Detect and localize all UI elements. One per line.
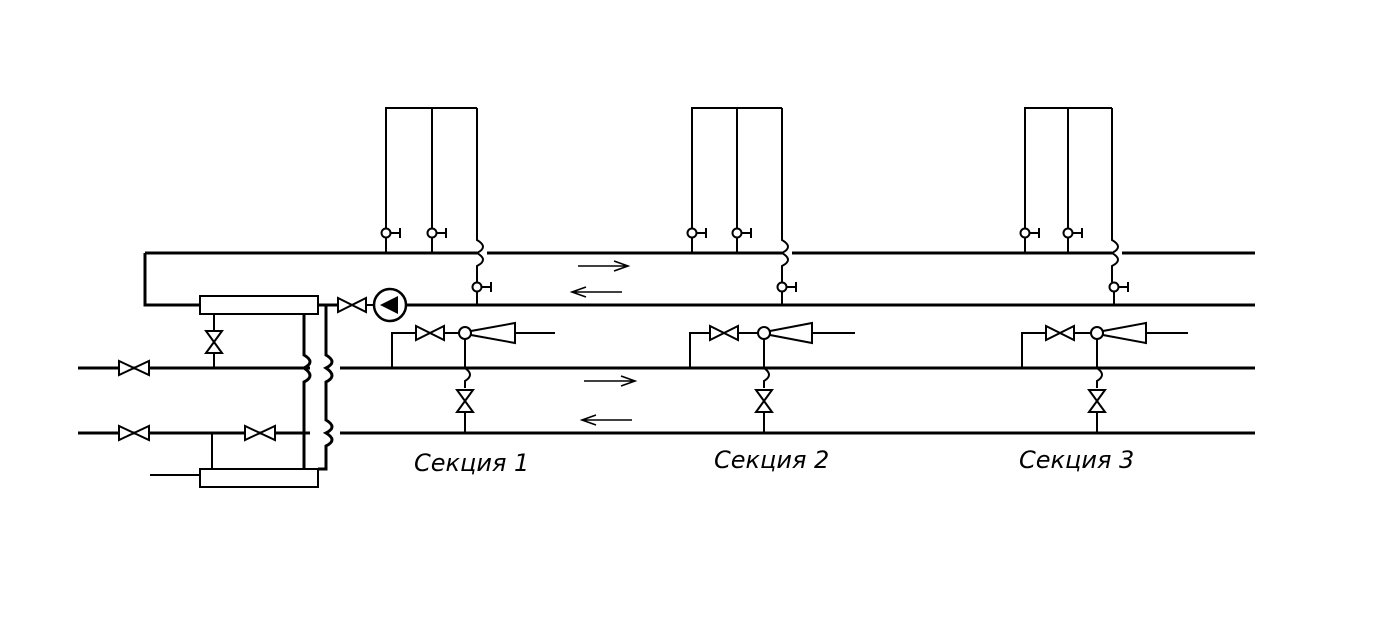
primary-supply-flow-arrow bbox=[584, 375, 638, 387]
section-1 bbox=[380, 107, 555, 433]
primary-return-flow-arrow bbox=[579, 414, 632, 426]
primary-supply-inlet-valve bbox=[118, 359, 150, 377]
supply-flow-arrow bbox=[578, 260, 631, 272]
loop-left-return-bend bbox=[143, 253, 200, 307]
exchanger-riser-outer bbox=[318, 305, 334, 471]
exchanger-drop-valve bbox=[204, 330, 224, 354]
return-flow-arrow bbox=[569, 286, 622, 298]
exchanger-riser-inner bbox=[301, 314, 312, 469]
upper-heat-exchanger bbox=[199, 295, 319, 315]
section-1-label: Секция 1 bbox=[414, 449, 529, 477]
section-2 bbox=[686, 107, 855, 433]
primary-return-inlet-valve bbox=[118, 424, 150, 442]
pump-valve bbox=[337, 296, 374, 314]
primary-return-mid-valve bbox=[244, 424, 276, 442]
circulation-pump-icon bbox=[372, 287, 408, 323]
lower-heat-exchanger bbox=[199, 468, 319, 488]
section-3 bbox=[1019, 107, 1188, 433]
section-2-label: Секция 2 bbox=[714, 446, 829, 474]
section-3-label: Секция 3 bbox=[1019, 446, 1134, 474]
